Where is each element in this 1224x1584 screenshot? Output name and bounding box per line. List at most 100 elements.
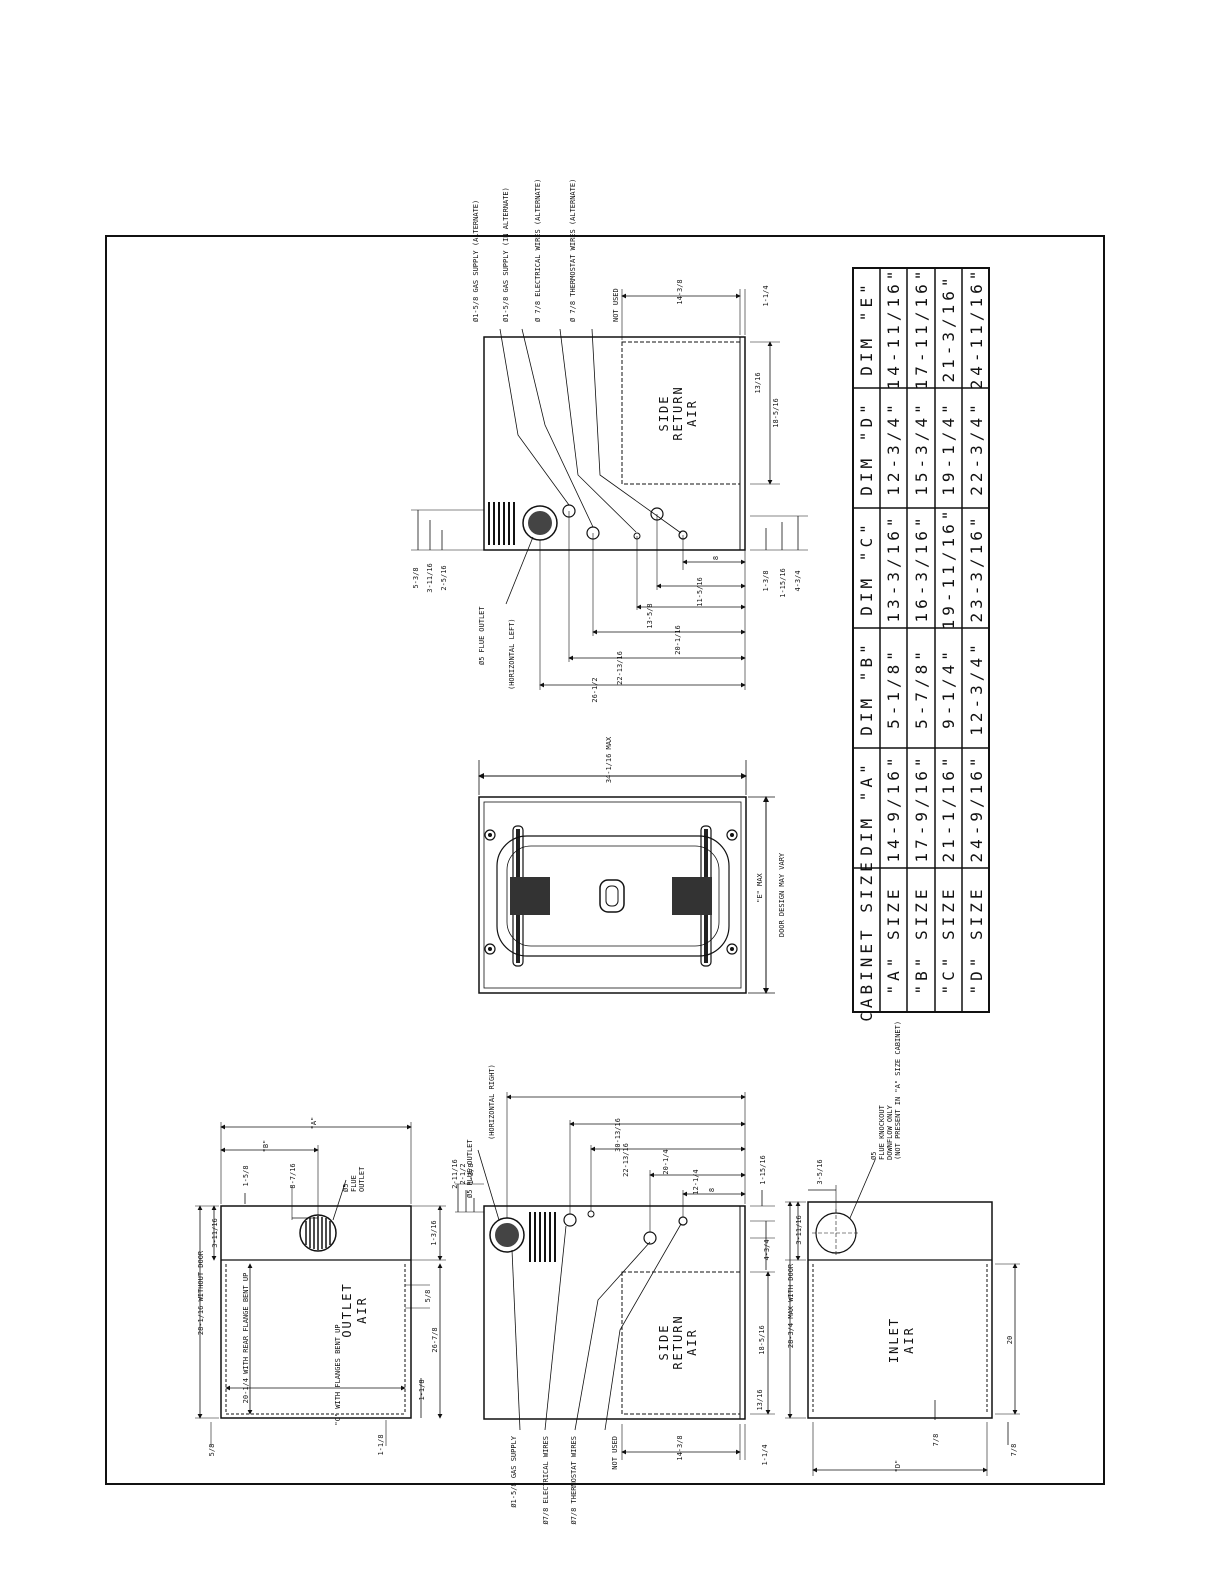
left-dim-bottom: 22-13/16 [616, 651, 624, 685]
outlet-flue-grill [305, 1216, 331, 1250]
table-cell: 17-9/16" [912, 753, 931, 862]
right-side-view: SIDE RETURN AIR Ø1-5/8 GAS SUPPLY Ø7/8 E… [451, 1064, 775, 1525]
inlet-flue-label: (NOT PRESENT IN "A" SIZE CABINET) [894, 1021, 902, 1160]
table-cell: 14-9/16" [884, 753, 903, 862]
left-dim-bottom: 20-1/16 [674, 625, 682, 655]
outlet-dim: 20-1/4 WITH REAR FLANGE BENT UP [242, 1273, 250, 1404]
right-gas-knockout [563, 1213, 577, 1227]
left-callout-gas-alt: Ø1-5/8 GAS SUPPLY (ALTERNATE) [472, 200, 480, 322]
right-dim-bottom: 14-3/8 [676, 1435, 684, 1460]
outlet-dim: 1-5/8 [242, 1165, 250, 1186]
left-callout-not-used: NOT USED [612, 288, 620, 322]
outlet-dim: 26-7/8 [431, 1327, 439, 1352]
inlet-dim: 3-5/16 [816, 1159, 824, 1184]
left-dim-right: 4-3/4 [794, 570, 802, 591]
right-dim-flue: 2-11/16 [451, 1159, 459, 1189]
inlet-dim: 7/8 [1010, 1444, 1018, 1457]
outlet-dim: 5/8 [208, 1444, 216, 1457]
table-header-dim-b: DIM "B" [857, 640, 876, 735]
front-door-note: DOOR DESIGN MAY VARY [778, 852, 786, 937]
inlet-air-label: AIR [902, 1326, 916, 1354]
left-side-view: SIDE RETURN AIR Ø1-5/8 GAS SUPPLY (ALTER… [411, 179, 808, 703]
left-dim-flue: 3-11/16 [426, 563, 434, 593]
left-dim-top: 14-3/8 [676, 279, 684, 304]
right-dim-top: 30-13/16 [614, 1118, 622, 1152]
inlet-flue-label: DOWNFLOW ONLY [886, 1104, 894, 1160]
right-return-label: AIR [685, 1328, 699, 1356]
right-vent-grill [529, 1212, 556, 1262]
table-header-dim-e: DIM "E" [857, 280, 876, 375]
left-dim-flue: 2-5/16 [440, 565, 448, 590]
right-dim-edge: 1-15/16 [759, 1155, 767, 1185]
front-e-dim: "E" MAX [756, 872, 764, 902]
outlet-dim: "C" WITH FLANGES BENT UP [334, 1324, 342, 1425]
table-header-dim-a: DIM "A" [857, 760, 876, 855]
table-cell: "B" SIZE [912, 885, 931, 994]
table-header-dim-c: DIM "C" [857, 520, 876, 615]
left-dim-bottom: 13-5/8 [646, 603, 654, 628]
left-return-label: AIR [685, 399, 699, 427]
inlet-dim: 7/8 [932, 1434, 940, 1447]
outlet-dim-a: "A" [310, 1117, 318, 1130]
outlet-dim-b: "B" [262, 1140, 270, 1153]
right-flue-label: Ø5FLUEOUTLET [466, 1139, 474, 1198]
right-flue-label-dir: (HORIZONTAL RIGHT) [488, 1064, 496, 1140]
left-return-label: RETURN [671, 385, 685, 440]
table-cell: 19-1/4" [939, 400, 958, 495]
left-flue-label-dir: (HORIZONTAL LEFT) [508, 618, 516, 690]
inlet-dim: 3-11/16 [795, 1215, 803, 1245]
left-callout-thermostat: Ø 7/8 THERMOSTAT WIRES (ALTERNATE) [569, 179, 577, 322]
left-callout-electrical: Ø 7/8 ELECTRICAL WIRES (ALTERNATE) [534, 179, 542, 322]
table-cell: 24-11/16" [967, 267, 986, 390]
outlet-dim: 1-1/8 [418, 1379, 426, 1400]
outlet-flue-label: OUTLET [358, 1166, 366, 1192]
inlet-dim-d: "D" [894, 1460, 902, 1473]
sheet-border [105, 235, 1105, 1485]
outlet-air-label: OUTLET [340, 1282, 354, 1337]
left-dim-bottom: 8 [712, 556, 720, 560]
right-return-label: RETURN [671, 1314, 685, 1369]
outlet-dim: 1-3/16 [430, 1220, 438, 1245]
table-header-cabinet-size: CABINET SIZE [857, 858, 876, 1022]
table-cell: 15-3/4" [912, 400, 931, 495]
table-cell: 21-3/16" [939, 273, 958, 382]
right-dim-edge: 4-3/4 [763, 1239, 771, 1260]
left-dim-top: 1-1/4 [762, 285, 770, 306]
left-dim-side: 13/16 [754, 372, 762, 393]
table-cell: 5-7/8" [912, 647, 931, 729]
inlet-air-label: INLET [887, 1317, 901, 1363]
table-cell: 13-3/16" [884, 513, 903, 622]
table-cell: 21-1/16" [939, 753, 958, 862]
table-cell: 22-3/4" [967, 400, 986, 495]
right-dim-panel: 13/16 [756, 1389, 764, 1410]
table-cell: "C" SIZE [939, 885, 958, 994]
outlet-dim: 28-1/16 WITHOUT DOOR [197, 1250, 205, 1335]
left-dim-bottom: 26-1/2 [591, 677, 599, 702]
dimension-table: CABINET SIZE DIM "A" DIM "B" DIM "C" DIM… [852, 267, 990, 1022]
left-dim-right: 1-3/8 [762, 570, 770, 591]
table-cell: 24-9/16" [967, 753, 986, 862]
front-width-dim: 34-1/16 MAX [605, 736, 613, 783]
table-cell: "A" SIZE [884, 885, 903, 994]
outlet-dim: 3-11/16 [211, 1218, 219, 1248]
outlet-flue-label: Ø5 [342, 1184, 350, 1192]
right-dim-top: 12-1/4 [692, 1169, 700, 1194]
table-cell: 5-1/8" [884, 647, 903, 729]
inlet-dim: 20 [1006, 1336, 1014, 1344]
right-dim-flue: 2-1/2 [459, 1163, 467, 1184]
inlet-dim: 28-3/4 MAX WITH DOOR [787, 1263, 795, 1348]
right-dim-top: 22-13/16 [622, 1143, 630, 1177]
left-dim-flue: 5-3/8 [412, 567, 420, 588]
left-vent-grill [488, 502, 515, 545]
right-dim-panel: 18-5/16 [758, 1325, 766, 1355]
table-cell: 23-3/16" [967, 513, 986, 622]
table-cell: 12-3/4" [967, 640, 986, 735]
inlet-flue-label: Ø5 [870, 1152, 878, 1160]
outlet-dim: 1-1/8 [377, 1434, 385, 1455]
table-cell: 16-3/16" [912, 513, 931, 622]
table-header-dim-d: DIM "D" [857, 400, 876, 495]
outlet-view: OUTLET AIR Ø5 FLUE OUTLET "A" "B" 1-5/8 … [195, 1117, 446, 1457]
outlet-dim: 8-7/16 [289, 1163, 297, 1188]
right-dim-top: 20-1/4 [662, 1149, 670, 1174]
